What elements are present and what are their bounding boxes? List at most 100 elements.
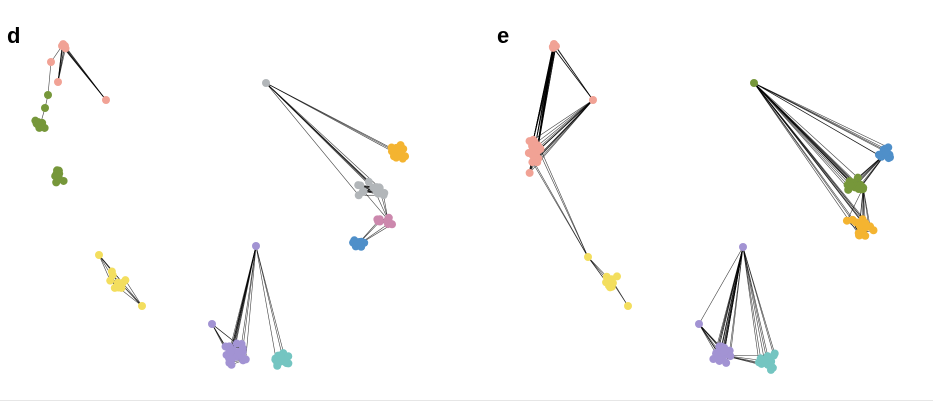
network-edge <box>62 43 107 101</box>
network-edge <box>753 82 866 236</box>
bottom-divider <box>0 400 933 401</box>
network-node <box>354 191 363 200</box>
network-node <box>530 138 539 147</box>
network-node <box>227 355 236 364</box>
network-node <box>208 320 216 328</box>
network-edge <box>753 82 860 236</box>
network-node <box>40 123 49 132</box>
network-node <box>284 352 293 361</box>
network-panel-e <box>524 39 894 374</box>
network-edge <box>255 245 278 366</box>
network-node <box>861 231 870 240</box>
network-edge <box>753 82 864 190</box>
network-node <box>769 351 778 360</box>
network-node <box>624 302 632 310</box>
network-node <box>234 347 243 356</box>
network-edge <box>98 254 111 281</box>
network-edge <box>241 245 257 345</box>
network-edge <box>729 246 744 351</box>
network-edge <box>532 47 554 140</box>
network-edge <box>537 46 557 151</box>
network-edge <box>265 82 401 155</box>
network-node <box>722 358 731 367</box>
network-node <box>31 116 40 125</box>
network-node <box>364 177 373 186</box>
network-node <box>372 185 381 194</box>
network-edge <box>537 47 554 151</box>
network-node <box>525 168 534 177</box>
network-node <box>536 144 545 153</box>
network-edge <box>229 245 257 357</box>
network-node <box>584 253 592 261</box>
network-edge <box>753 82 859 178</box>
network-node <box>241 355 250 364</box>
network-node <box>589 96 597 104</box>
network-edge <box>540 148 589 258</box>
network-node <box>853 173 862 182</box>
network-node <box>750 79 758 87</box>
network-node <box>114 283 123 292</box>
network-edge <box>698 246 744 325</box>
network-edge <box>753 82 884 150</box>
network-edge <box>122 282 143 307</box>
network-edge <box>742 246 775 356</box>
network-edge <box>528 152 589 258</box>
network-node <box>874 150 883 159</box>
network-node <box>387 143 396 152</box>
network-node <box>388 220 397 229</box>
network-node <box>760 358 769 367</box>
network-edge <box>125 279 143 307</box>
network-edge <box>753 82 848 186</box>
network-node <box>392 153 401 162</box>
network-node <box>355 238 364 247</box>
network-edge <box>742 246 766 363</box>
network-node <box>59 40 68 49</box>
network-edge <box>555 45 594 101</box>
network-node <box>881 148 890 157</box>
network-node <box>54 166 63 175</box>
network-node <box>54 78 62 86</box>
network-node <box>846 180 855 189</box>
network-edge <box>242 245 257 349</box>
network-edge <box>245 245 257 360</box>
network-edge <box>265 82 377 190</box>
network-edge <box>742 246 772 370</box>
network-edge <box>753 82 870 227</box>
network-edge <box>534 141 589 258</box>
network-node <box>262 79 270 87</box>
network-panel-d <box>31 40 410 370</box>
network-edge <box>61 45 107 101</box>
network-edge <box>533 99 594 141</box>
network-edge <box>534 47 554 146</box>
network-node <box>121 276 130 285</box>
network-edge <box>742 246 769 365</box>
network-node <box>47 58 55 66</box>
network-edge <box>265 82 380 188</box>
network-edge <box>57 45 63 83</box>
network-node <box>41 104 49 112</box>
network-edge <box>716 246 744 353</box>
network-node <box>52 178 61 187</box>
nodes-e <box>524 39 894 374</box>
network-node <box>842 216 851 225</box>
network-node <box>401 152 410 161</box>
network-edge <box>753 82 851 186</box>
network-edge <box>255 245 287 363</box>
network-edge <box>742 246 761 359</box>
network-edge <box>57 48 66 83</box>
network-node <box>852 218 861 227</box>
network-node <box>138 302 146 310</box>
network-node <box>349 238 358 247</box>
panel-label-e: e <box>497 23 509 48</box>
network-node <box>861 218 870 227</box>
network-edge <box>531 99 594 147</box>
network-edge <box>846 187 864 221</box>
network-node <box>859 185 868 194</box>
network-edge <box>363 191 389 220</box>
network-node <box>524 149 533 158</box>
network-edge <box>753 82 889 148</box>
network-node <box>739 243 747 251</box>
network-node <box>763 352 772 361</box>
network-edge <box>720 246 744 353</box>
